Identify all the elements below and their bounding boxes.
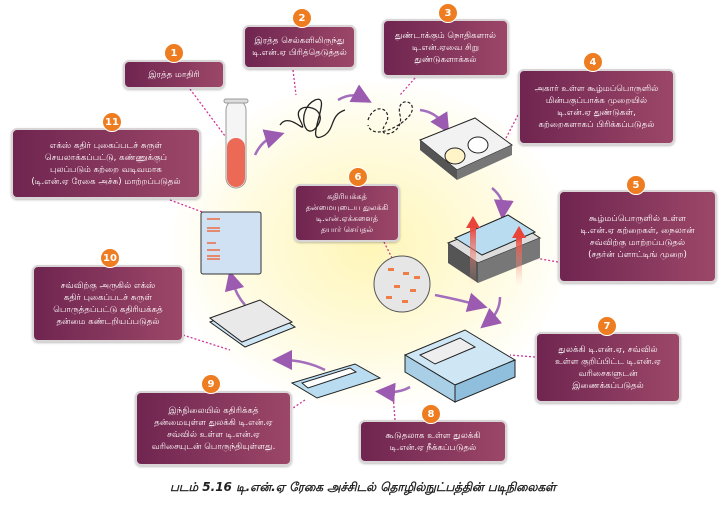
step-8-box: கூடுதலாக உள்ள துலக்கிடி.என்.ஏ நீக்கப்படு…	[359, 420, 507, 463]
step-text: கூழ்மப்பொருளில் உள்ள	[588, 213, 687, 224]
step-10-badge: 10	[100, 248, 120, 268]
figure-caption: படம் 5.16 டி.என்.ஏ ரேகை அச்சிடல் தொழில்ந…	[169, 480, 557, 494]
step-text: உள்ள குறிப்பிட்ட டி.என்.ஏ	[555, 356, 661, 367]
step-text: (டி.என்.ஏ ரேகை அச்சு) மாற்றப்படுதல்	[31, 176, 181, 187]
radioactive-probe-icon	[373, 255, 431, 313]
step-text: செயலாக்கப்பட்டு, கண்ணுக்குப்	[44, 152, 168, 163]
step-2-box: இரத்த செல்களிலிருந்து டி.என்.ஏ பிரித்தெடு…	[243, 25, 356, 69]
test-tube-icon	[223, 98, 249, 189]
step-5-badge: 5	[626, 175, 646, 195]
cycle-arrows	[224, 84, 514, 403]
step-text: துண்டாக்கும் நொதிகளால்	[394, 31, 497, 41]
step-text: டி.என்.ஏ நீக்கப்படுதல்	[389, 442, 477, 453]
step-text: வரிசையுடன் பொருந்தியுள்ளது.	[151, 441, 276, 452]
step-text: எக்ஸ் கதிர் புகைப்படச் சுருள்	[49, 140, 163, 151]
step-text: புலப்படும் கற்றை வடிவமாக	[50, 164, 162, 175]
dna-fingerprint-icon	[200, 211, 262, 275]
step-text: தன்மையுள்ள துலக்கி டி.என்.ஏ	[154, 417, 273, 428]
step-text: இந்நிலையில் கதிரிக்கத்	[168, 405, 259, 416]
dna-fragments-icon	[367, 101, 413, 135]
step-text: டி.என்.ஏ கற்றைகள், நைலான்	[580, 225, 695, 236]
step-text: தன்மையுடைய துலக்கி	[305, 203, 389, 212]
step-text: சவ்வில் உள்ள டி.என்.ஏ	[167, 429, 260, 440]
step-text: டி.என்.ஏ பிரித்தெடுத்தல்	[252, 48, 347, 58]
leader-lines	[169, 69, 559, 421]
step-text: தயார் செய்தல்	[320, 225, 374, 234]
step-1-text: இரத்த மாதிரி	[148, 69, 200, 80]
membrane-icon	[290, 363, 382, 399]
step-text: சவ்விற்கு மாற்றப்படுதல்	[589, 237, 686, 248]
step-3-box: துண்டாக்கும் நொதிகளால் டி.என்.ஏவை சிறு துண…	[382, 19, 509, 77]
step-text: கதிர் புகைப்படச் சுருள்	[63, 292, 153, 303]
hybridization-tray-icon	[403, 329, 517, 403]
step-11-badge: 11	[102, 112, 122, 132]
step-2-badge: 2	[292, 8, 312, 28]
step-6-box: கதிரியக்கத் தன்மையுடைய துலக்கி டி.என்.ஏக்க…	[294, 184, 400, 242]
step-text: டி.என்.ஏ துண்டுகள்,	[557, 108, 636, 118]
step-text: துலக்கி டி.என்.ஏ, சவ்வில்	[558, 344, 658, 355]
step-7-badge: 7	[597, 316, 617, 336]
step-text: இரத்த செல்களிலிருந்து	[254, 36, 345, 46]
step-7-box: துலக்கி டி.என்.ஏ, சவ்வில்உள்ள குறிப்பிட்…	[535, 332, 681, 403]
southern-blot-icon	[446, 214, 542, 286]
gel-electrophoresis-icon	[419, 117, 513, 180]
step-9-badge: 9	[201, 374, 221, 394]
step-text: (சதர்ன் ப்ளாட்டிங் முறை)	[588, 249, 687, 260]
step-text: கற்றைகளாகப் பிரிக்கப்படுதல்	[538, 120, 655, 130]
step-3-badge: 3	[438, 3, 458, 23]
step-6-badge: 6	[348, 167, 368, 187]
step-text: கதிரியக்கத்	[327, 192, 367, 201]
step-text: வரிசைகளுடன்	[578, 368, 638, 379]
step-9-box: இந்நிலையில் கதிரிக்கத்தன்மையுள்ள துலக்கி…	[135, 391, 292, 466]
step-text: டி.என்.ஏக்களைத்	[316, 214, 378, 223]
step-4-box: அகார் உள்ள கூழ்மப்பொருளில் மின்பகுப்பாக்க…	[518, 69, 675, 145]
xray-film-icon	[208, 299, 297, 348]
step-1-box: இரத்த மாதிரி	[123, 60, 225, 89]
step-text: இணைக்கப்படுதல்	[572, 380, 644, 391]
step-text: அகார் உள்ள கூழ்மப்பொருளில்	[534, 84, 659, 94]
step-text: மின்பகுப்பாக்க முறையில்	[545, 96, 648, 106]
step-text: துண்டுகளாக்கல்	[414, 55, 477, 65]
step-text: கூடுதலாக உள்ள துலக்கி	[385, 430, 481, 441]
step-10-box: சவ்விற்கு அருகில் எக்ஸ்கதிர் புகைப்படச் …	[32, 265, 184, 342]
step-1-badge: 1	[164, 43, 184, 63]
step-8-badge: 8	[421, 404, 441, 424]
step-text: சவ்விற்கு அருகில் எக்ஸ்	[60, 280, 156, 291]
step-4-badge: 4	[583, 52, 603, 72]
step-11-box: எக்ஸ் கதிர் புகைப்படச் சுருள்செயலாக்கப்ப…	[11, 128, 201, 199]
dna-strand-icon	[279, 98, 346, 139]
step-text: பொருத்தப்பட்டு கதிரியக்கத்	[53, 304, 163, 315]
step-text: டி.என்.ஏவை சிறு	[411, 43, 480, 53]
step-text: தன்மை கண்டறியப்படுதல்	[56, 316, 160, 327]
